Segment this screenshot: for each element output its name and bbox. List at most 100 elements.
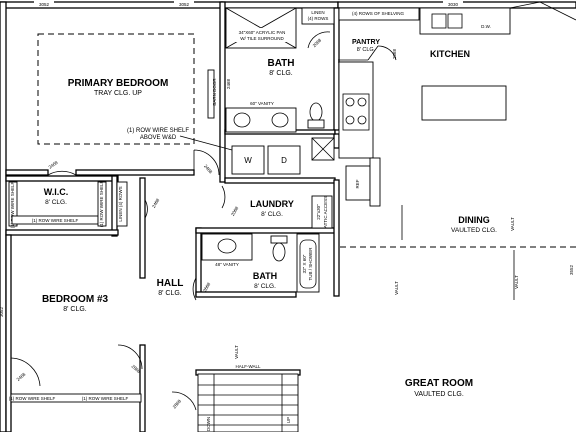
sink-icon bbox=[271, 112, 289, 128]
door-label: 2068 bbox=[230, 205, 240, 217]
counter-sink bbox=[419, 7, 511, 35]
kitchen-island bbox=[421, 85, 507, 121]
dim-side-right: 3552 bbox=[569, 264, 574, 275]
shelf bbox=[8, 181, 18, 227]
walk-in-closet: (1) ROW WIRE SHELF (1) ROW WIRE SHELF (1… bbox=[8, 181, 161, 229]
door-swing bbox=[192, 277, 197, 301]
door-swing bbox=[377, 45, 397, 61]
wic-label: W.I.C. bbox=[44, 187, 69, 197]
svg-text:22"x30": 22"x30" bbox=[316, 204, 321, 220]
great-room-label: GREAT ROOM bbox=[405, 378, 473, 389]
svg-text:LINEN (4) ROWS: LINEN (4) ROWS bbox=[118, 186, 123, 221]
vanity-60-label: 60" VANITY bbox=[250, 101, 274, 106]
door-label: 2868 bbox=[172, 398, 183, 409]
svg-text:ATTIC ACCESS: ATTIC ACCESS bbox=[323, 196, 328, 228]
sink-icon bbox=[233, 112, 251, 128]
barn-door-label: BARN DOOR bbox=[212, 78, 217, 106]
dining-ceiling: VAULTED CLG. bbox=[451, 227, 497, 234]
bedroom3-ceiling: 8' CLG. bbox=[63, 306, 87, 313]
refrigerator bbox=[345, 165, 371, 201]
door-label: 2668 bbox=[202, 281, 212, 293]
vault-label: VAULT bbox=[514, 275, 519, 289]
wic-shelf-bottom: (1) ROW WIRE SHELF bbox=[32, 218, 79, 223]
half-wall-label: HALF-WALL bbox=[235, 364, 261, 369]
door-swing bbox=[307, 31, 331, 49]
tub-shower bbox=[296, 233, 320, 293]
laundry: W D (1) ROW WIRE SHELF ABOVE W&D LAUNDRY… bbox=[127, 128, 335, 229]
toilet-tank bbox=[270, 235, 288, 244]
door-swing bbox=[117, 344, 143, 370]
dim-side-left: 3052 bbox=[0, 306, 4, 317]
primary-bedroom: PRIMARY BEDROOM TRAY CLG. UP 2468 2468 B… bbox=[37, 33, 231, 176]
dryer-label: D bbox=[281, 156, 287, 165]
shower-note: 34"X60" ACRYLIC PAN bbox=[239, 30, 286, 35]
closet-shelf bbox=[10, 393, 142, 403]
door-label: 2868 bbox=[392, 48, 397, 59]
hall-bath-label: BATH bbox=[253, 271, 277, 281]
stairs: HALF-WALL DOWN UP VAULT bbox=[197, 345, 299, 432]
toilet-icon bbox=[272, 242, 286, 262]
door-label: 2868 bbox=[131, 364, 142, 375]
hall-ceiling: 8' CLG. bbox=[158, 290, 182, 297]
svg-text:(1) ROW WIRE SHELF: (1) ROW WIRE SHELF bbox=[10, 182, 15, 229]
hall-bath: 48" VANITY BATH 8' CLG. 32" X 60" TUB / … bbox=[201, 233, 320, 293]
vanity-48 bbox=[201, 233, 253, 261]
door-label: 2468 bbox=[16, 371, 27, 382]
door-label: 2468 bbox=[48, 160, 59, 170]
washer bbox=[231, 145, 265, 175]
shelf bbox=[97, 181, 107, 227]
linen-closet bbox=[301, 7, 335, 25]
counter-left bbox=[338, 61, 374, 159]
bedroom-3: BEDROOM #3 8' CLG. 2468 2868 (1) ROW WIR… bbox=[9, 294, 143, 403]
barn-door bbox=[207, 69, 215, 119]
door-label: 2468 bbox=[203, 164, 214, 175]
dim-top-left-a: 3052 bbox=[39, 2, 50, 7]
down-label: DOWN bbox=[206, 417, 211, 431]
door-label: 2068 bbox=[312, 37, 323, 48]
wire-shelf-note: (1) ROW WIRE SHELF bbox=[127, 128, 189, 134]
attic-access bbox=[311, 195, 333, 229]
svg-text:(4) ROWS: (4) ROWS bbox=[308, 16, 329, 21]
door-swing bbox=[193, 149, 220, 176]
linen-label: LINEN bbox=[311, 10, 324, 15]
dim-top-kitchen: 3030 bbox=[448, 2, 459, 7]
svg-text:32" X 60": 32" X 60" bbox=[302, 254, 307, 273]
door-swing bbox=[144, 199, 148, 219]
primary-bedroom-ceiling: TRAY CLG. UP bbox=[94, 90, 142, 97]
dim-top-left-b: 3052 bbox=[179, 2, 190, 7]
laundry-label: LAUNDRY bbox=[250, 199, 294, 209]
hall-bath-ceiling: 8' CLG. bbox=[254, 283, 276, 290]
svg-text:(1) ROW WIRE SHELF: (1) ROW WIRE SHELF bbox=[99, 181, 104, 228]
svg-text:ABOVE W&D: ABOVE W&D bbox=[140, 135, 177, 141]
stair-well bbox=[197, 373, 299, 432]
hall-linen bbox=[116, 181, 128, 227]
great-room: GREAT ROOM VAULTED CLG. bbox=[405, 378, 473, 398]
bedroom3-label: BEDROOM #3 bbox=[42, 294, 109, 305]
primary-bath-label: BATH bbox=[267, 58, 294, 69]
kitchen-label: KITCHEN bbox=[430, 49, 470, 59]
svg-text:TUB / SHOWER: TUB / SHOWER bbox=[308, 247, 313, 281]
hall: HALL 8' CLG. 2668 2868 bbox=[157, 277, 212, 411]
range-icon bbox=[342, 93, 370, 131]
dimensions: 3052 3052 3030 3052 3552 bbox=[0, 0, 574, 317]
tray-ceiling-outline bbox=[37, 33, 195, 145]
pantry-shelving bbox=[338, 7, 420, 21]
kitchen: (4) ROWS OF SHELVING PANTRY 8' CLG. 2868… bbox=[338, 7, 511, 207]
bed3-shelf: (1) ROW WIRE SHELF bbox=[82, 396, 129, 401]
primary-bath: 34"X60" ACRYLIC PAN W/ TILE SURROUND LIN… bbox=[225, 7, 335, 133]
cabinet bbox=[369, 157, 381, 207]
leader-line bbox=[179, 135, 233, 151]
dining-label: DINING bbox=[458, 215, 490, 225]
up-label: UP bbox=[286, 417, 291, 423]
laundry-ceiling: 8' CLG. bbox=[261, 211, 283, 218]
primary-bath-ceiling: 8' CLG. bbox=[269, 70, 293, 77]
door-swing bbox=[171, 391, 197, 411]
svg-text:W/ TILE SURROUND: W/ TILE SURROUND bbox=[240, 36, 284, 41]
door-swing bbox=[10, 357, 41, 387]
dishwasher-label: D.W. bbox=[481, 24, 491, 29]
vault-label: VAULT bbox=[394, 281, 399, 295]
great-room-ceiling: VAULTED CLG. bbox=[414, 391, 464, 398]
pantry-shelving-label: (4) ROWS OF SHELVING bbox=[352, 11, 404, 16]
door-swing bbox=[221, 185, 226, 209]
